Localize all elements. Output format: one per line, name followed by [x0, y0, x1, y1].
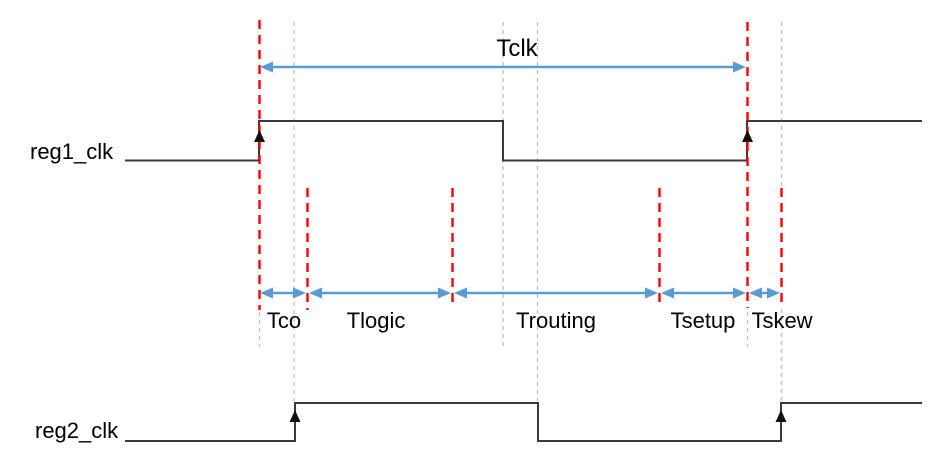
tskew-label: Tskew	[751, 308, 812, 333]
tclk-label: Tclk	[496, 35, 538, 62]
tsetup-label: Tsetup	[671, 308, 736, 333]
reg1-rising-edge-arrow-icon	[254, 130, 265, 142]
tlogic-arrow	[309, 287, 451, 299]
tskew-arrow	[749, 287, 780, 299]
tco-arrow	[260, 287, 306, 299]
trouting-label: Trouting	[516, 308, 596, 333]
tsetup-arrow	[661, 287, 746, 299]
tclk-arrow	[260, 61, 746, 73]
reg1-clk-label: reg1_clk	[30, 139, 114, 164]
reg2-clk-waveform	[125, 402, 922, 442]
reg1-rising-edge2-arrow-icon	[742, 130, 753, 142]
reg2-clk-label: reg2_clk	[35, 418, 119, 443]
tlogic-label: Tlogic	[347, 308, 406, 333]
reg1-clk-waveform	[125, 120, 922, 162]
reg2-rising-edge-arrow-icon	[289, 410, 301, 422]
trouting-arrow	[454, 287, 658, 299]
reg2-rising-edge2-arrow-icon	[775, 410, 787, 422]
tco-label: Tco	[267, 308, 301, 333]
